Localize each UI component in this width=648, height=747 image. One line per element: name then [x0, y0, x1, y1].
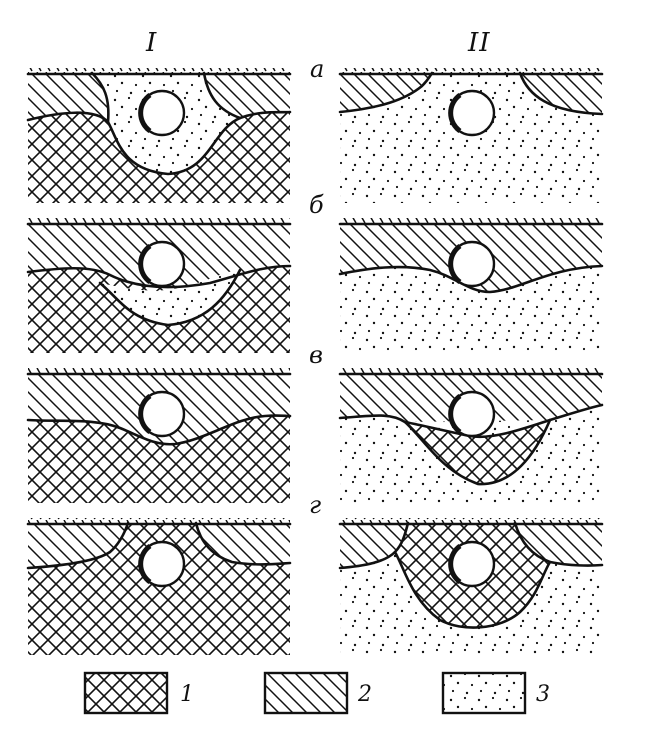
pipe-ii-g: [448, 540, 496, 588]
legend: 1 2 3: [83, 671, 550, 715]
pipe-ii-v: [448, 390, 496, 438]
legend-label-2: 2: [357, 682, 372, 707]
pipe-ii-a: [448, 89, 496, 137]
pipe-i-b: [138, 240, 186, 288]
legend-item-2: 2: [263, 671, 372, 715]
column-label-i: I: [145, 28, 157, 58]
column-label-ii: II: [467, 28, 491, 58]
pipe-i-v: [138, 390, 186, 438]
row-label-b: б: [309, 191, 324, 219]
row-label-v: в: [309, 341, 323, 369]
panel-ii-v: [338, 368, 604, 503]
pipe-i-g: [138, 540, 186, 588]
legend-item-1: 1: [83, 671, 194, 715]
row-label-g: г: [309, 491, 321, 519]
legend-item-3: 3: [441, 671, 550, 715]
row-label-a: а: [310, 55, 324, 83]
pipe-i-a: [138, 89, 186, 137]
legend-label-1: 1: [180, 682, 194, 707]
pipe-ii-b: [448, 240, 496, 288]
legend-label-3: 3: [536, 682, 550, 707]
